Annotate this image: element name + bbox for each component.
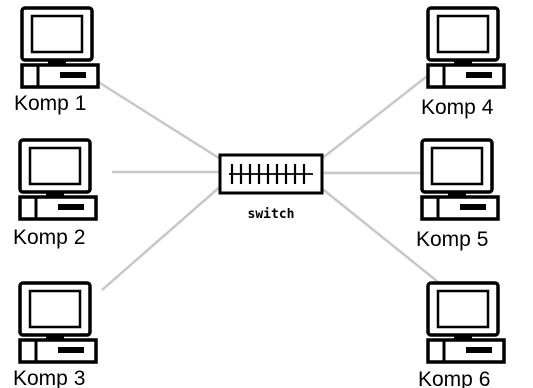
- links: [91, 65, 449, 291]
- computer-komp-1: Komp 1: [14, 6, 100, 115]
- computer-label: Komp 4: [421, 96, 494, 119]
- link-komp-4: [319, 65, 441, 161]
- link-komp-6: [319, 186, 449, 291]
- computer-komp-2: Komp 2: [13, 138, 98, 249]
- switch: switch: [218, 153, 324, 222]
- computer-label: Komp 3: [13, 367, 85, 388]
- computer-komp-6: Komp 6: [418, 281, 506, 388]
- desktop-computer-icon: [420, 138, 500, 221]
- desktop-computer-icon: [426, 281, 506, 364]
- computer-komp-5: Komp 5: [416, 138, 500, 251]
- link-komp-3: [101, 184, 223, 291]
- computer-komp-3: Komp 3: [13, 281, 98, 388]
- network-switch-icon: [218, 153, 324, 195]
- desktop-computer-icon: [426, 6, 506, 89]
- desktop-computer-icon: [18, 138, 98, 221]
- computer-komp-4: Komp 4: [421, 6, 506, 119]
- computer-label: Komp 1: [14, 92, 86, 115]
- desktop-computer-icon: [18, 281, 98, 364]
- computer-label: Komp 6: [418, 368, 490, 388]
- desktop-computer-icon: [20, 6, 100, 89]
- switch-label: switch: [248, 207, 295, 222]
- computer-label: Komp 2: [13, 226, 85, 249]
- link-komp-1: [91, 76, 223, 162]
- computer-label: Komp 5: [416, 228, 488, 251]
